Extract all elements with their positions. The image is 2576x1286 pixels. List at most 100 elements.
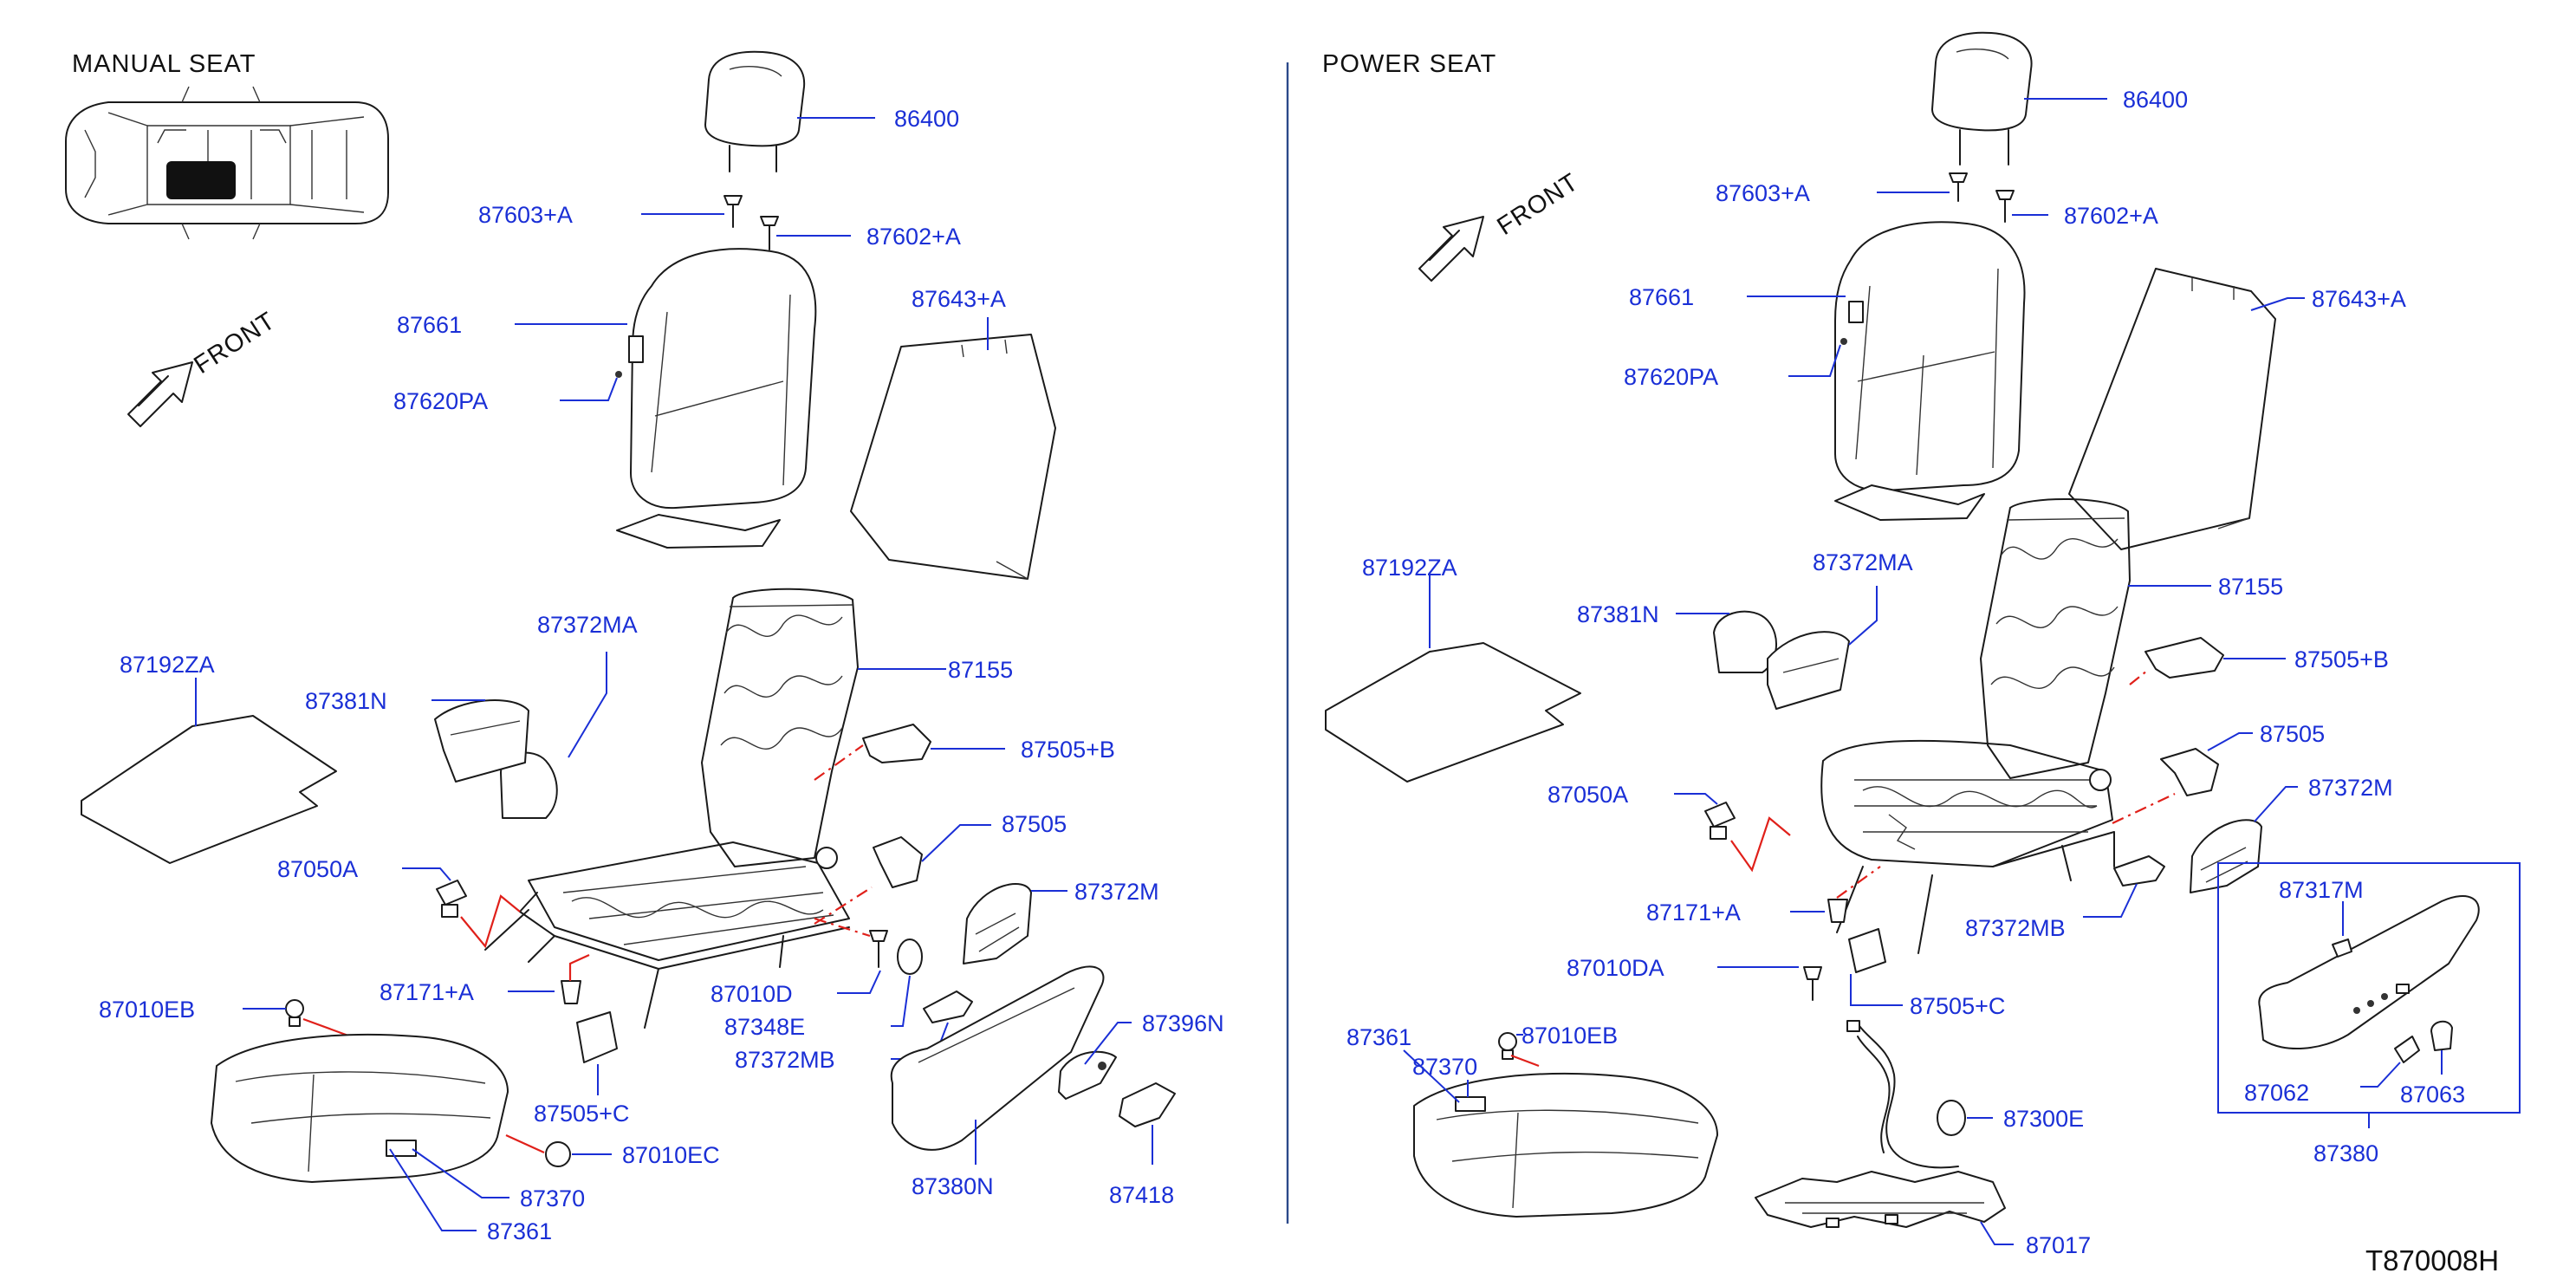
connection-line [2112, 793, 2176, 824]
connection-line [814, 917, 871, 938]
headrest-guide-right [760, 216, 779, 250]
part-label-87602: 87602+A [2064, 203, 2158, 229]
seatback-board-drawing [850, 334, 1056, 580]
seatback-pad-drawing [1834, 221, 2026, 521]
part-label-87361: 87361 [1346, 1024, 1411, 1050]
bracket-87505C-drawing [576, 1011, 618, 1063]
part-label-87171: 87171+A [1646, 900, 1741, 926]
washer-87348E-drawing [897, 939, 923, 975]
seat-frame-drawing [1820, 497, 2131, 954]
side-cover-drawing [890, 965, 1176, 1151]
part-label-87602: 87602+A [866, 224, 961, 250]
part-label-87418: 87418 [1109, 1182, 1174, 1208]
inner-cover-drawing [2190, 819, 2262, 893]
recliner-cover-drawing [434, 698, 558, 819]
part-label-87372MB: 87372MB [735, 1047, 835, 1073]
leader-87620 [560, 377, 618, 401]
power-seat-title: POWER SEAT [1322, 50, 1496, 78]
part-label-87010EB: 87010EB [1522, 1023, 1618, 1049]
cushion-mat-drawing [81, 715, 337, 864]
connection-line [814, 887, 873, 925]
part-label-87050A: 87050A [277, 856, 358, 882]
connection-line [1510, 1054, 1540, 1068]
leader-87348E [891, 975, 911, 1027]
part-label-87620: 87620PA [393, 388, 488, 414]
vehicle-location-icon [65, 86, 389, 240]
part-label-87155: 87155 [948, 657, 1013, 683]
seat-frame-drawing [484, 588, 859, 1029]
part-label-87171: 87171+A [380, 979, 474, 1005]
part-label-86400: 86400 [894, 106, 959, 132]
leader-87372MA [1848, 586, 1878, 646]
part-label-87010D: 87010D [711, 981, 793, 1007]
leader-87372MB [2083, 883, 2138, 918]
leader-87017 [1980, 1221, 2014, 1245]
headrest-drawing [704, 50, 806, 172]
part-label-87603: 87603+A [478, 202, 573, 228]
cover-87372MB-drawing [923, 990, 973, 1023]
part-label-87010DA: 87010DA [1567, 955, 1664, 981]
leader-87396N [1084, 1022, 1132, 1065]
leader-87372M [2254, 786, 2298, 822]
part-label-87317M: 87317M [2279, 877, 2364, 903]
seatback-board-drawing [2068, 268, 2276, 550]
headrest-guide-left [723, 195, 743, 228]
headrest-drawing [1931, 31, 2033, 166]
connection-line [1836, 866, 1881, 899]
connection-line [568, 953, 590, 981]
bracket-87505C-drawing [1848, 928, 1886, 973]
cover-87372MB-drawing [2113, 855, 2165, 887]
part-label-86400: 86400 [2123, 87, 2188, 113]
part-label-87396N: 87396N [1142, 1010, 1224, 1036]
part-label-87155: 87155 [2218, 574, 2283, 600]
part-label-87620: 87620PA [1624, 364, 1718, 390]
leader-87010D [837, 970, 881, 994]
part-label-87505C: 87505+C [1910, 993, 2005, 1019]
fastener-87010EC-drawing [545, 1141, 571, 1167]
seat-cushion-drawing [1413, 1072, 1718, 1218]
leader-87361 [1403, 1049, 1460, 1103]
part-label-87505: 87505 [1002, 811, 1067, 837]
bracket-87505-drawing [873, 836, 923, 888]
part-label-87661: 87661 [1629, 284, 1694, 310]
part-label-87372M: 87372M [2308, 775, 2393, 801]
highlighted-seat-icon [166, 161, 236, 199]
part-label-87505: 87505 [2260, 721, 2325, 747]
power-seat-switch-cover-drawing [2258, 895, 2480, 1063]
part-label-87380N: 87380N [912, 1173, 994, 1199]
part-label-87050A: 87050A [1548, 782, 1628, 808]
leader-87505C [1850, 974, 1903, 1006]
drawing-number: T870008H [2365, 1244, 2499, 1276]
part-label-87370: 87370 [520, 1185, 585, 1211]
part-label-87063: 87063 [2400, 1081, 2465, 1107]
connection-line [505, 1133, 545, 1154]
leader-87050A [402, 867, 451, 881]
bolt-87010DA-drawing [1803, 966, 1822, 1001]
part-label-87372MA: 87372MA [537, 612, 638, 638]
front-label: FRONT [1492, 168, 1583, 241]
manual-seat-title: MANUAL SEAT [72, 50, 256, 78]
part-label-87370: 87370 [1412, 1054, 1477, 1080]
part-label-87348E: 87348E [724, 1014, 805, 1040]
cover-bracket-drawing [862, 724, 931, 763]
bolt-87050A-drawing [436, 880, 467, 918]
connection-line [460, 894, 521, 949]
inner-cover-drawing [963, 883, 1032, 964]
part-label-87010EB: 87010EB [99, 997, 195, 1023]
part-label-87372M: 87372M [1074, 879, 1159, 905]
seat-cushion-drawing [211, 1033, 509, 1183]
connection-line [2129, 670, 2148, 685]
part-label-87505C: 87505+C [534, 1101, 629, 1127]
headrest-guide-right [1995, 190, 2015, 223]
leader-87050A [1674, 793, 1718, 805]
leader-87370 [412, 1148, 509, 1198]
leader-87643 [2250, 297, 2305, 311]
front-arrow-icon [1418, 216, 1484, 282]
leader-87505 [2207, 732, 2253, 751]
part-label-87505B: 87505+B [2294, 646, 2389, 672]
fastener-87010EB-drawing [1498, 1032, 1517, 1060]
seatback-pad-drawing [615, 248, 817, 549]
part-label-87661: 87661 [397, 312, 462, 338]
